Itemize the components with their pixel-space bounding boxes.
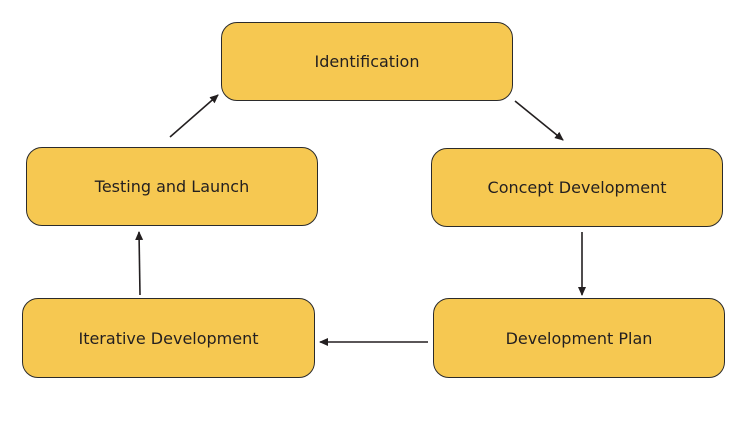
arrow-iterative-to-testing [135,231,144,296]
arrow-identification-to-concept [514,100,564,141]
testing-and-launch-label: Testing and Launch [94,177,250,196]
arrow-testing-to-identification [169,94,219,138]
iterative-development-label: Iterative Development [78,328,259,348]
identification-label: Identification [314,52,420,71]
development-plan-label: Development Plan [505,328,653,348]
concept-development-label: Concept Development [487,178,667,197]
development-plan-box: Development Plan [433,298,725,378]
iterative-development-box: Iterative Development [22,298,315,378]
identification-box: Identification [221,22,513,101]
concept-development-box: Concept Development [431,148,723,227]
testing-and-launch-box: Testing and Launch [26,147,318,226]
